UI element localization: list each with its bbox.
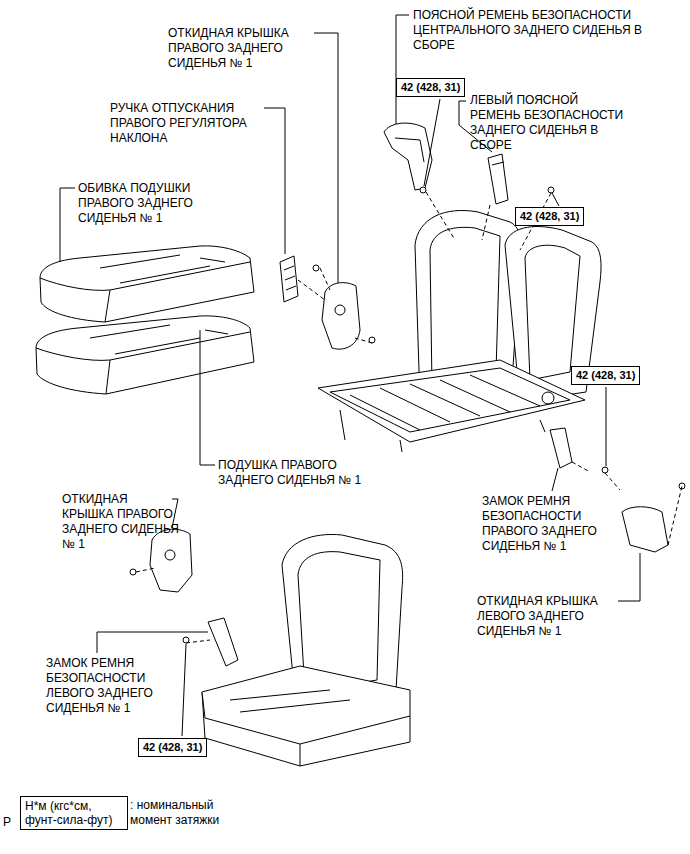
drawing-stroke	[165, 550, 175, 560]
drawing-stroke	[200, 330, 215, 465]
label-block: ОТКИДНАЯ КРЫШКА ПРАВОГО ЗАДНЕГО СИДЕНЬЯ …	[168, 26, 318, 71]
drawing-stroke	[602, 467, 608, 473]
recline-handle	[280, 256, 298, 302]
label-block: P	[3, 815, 23, 830]
label-block: ОБИВКА ПОДУШКИ ПРАВОГО ЗАДНЕГО СИДЕНЬЯ №…	[78, 181, 228, 226]
drawing-stroke	[330, 368, 570, 432]
label-block: ЛЕВЫЙ ПОЯСНОЙ РЕМЕНЬ БЕЗОПАСНОСТИ ЗАДНЕГ…	[470, 93, 630, 153]
drawing-stroke	[264, 108, 285, 254]
drawing-stroke	[552, 193, 559, 206]
drawing-stroke	[318, 360, 585, 442]
part-name: ОБИВКА ПОДУШКИ ПРАВОГО ЗАДНЕГО СИДЕНЬЯ №…	[78, 181, 193, 225]
drawing-stroke	[100, 255, 225, 283]
part-name: : номинальный момент затяжки	[130, 798, 219, 827]
drawing-stroke	[420, 187, 426, 193]
torque-box: 42 (428, 31)	[138, 738, 207, 757]
torque-value: 42 (428, 31)	[401, 81, 460, 93]
drawing-stroke	[183, 637, 189, 643]
bottom-buckle	[208, 618, 238, 666]
drawing-stroke	[548, 187, 554, 193]
drawing-stroke	[230, 690, 350, 712]
drawing-stroke	[525, 245, 580, 380]
drawing-stroke	[284, 266, 296, 290]
label-block: ОТКИДНАЯ КРЫШКА ПРАВОГО ЗАДНЕГО СИДЕНЬЯ …	[62, 492, 182, 552]
drawing-stroke	[606, 387, 607, 466]
part-name: ОТКИДНАЯ КРЫШКА ЛЕВОГО ЗАДНЕГО СИДЕНЬЯ №…	[477, 594, 598, 638]
drawing-stroke	[322, 283, 360, 349]
drawing-stroke	[60, 188, 75, 262]
drawing-stroke	[313, 265, 319, 271]
label-block: ОТКИДНАЯ КРЫШКА ЛЕВОГО ЗАДНЕГО СИДЕНЬЯ №…	[477, 594, 622, 639]
torque-box: 42 (428, 31)	[396, 78, 465, 97]
drawing-stroke	[202, 666, 410, 766]
drawing-stroke	[552, 468, 558, 491]
drawing-stroke	[150, 529, 192, 592]
right-buckle	[550, 428, 572, 468]
torque-value: 42 (428, 31)	[576, 369, 635, 381]
drawing-stroke	[40, 262, 250, 290]
part-name: ПОДУШКА ПРАВОГО ЗАДНЕГО СИДЕНЬЯ № 1	[218, 458, 361, 487]
drawing-stroke	[280, 256, 298, 302]
drawing-stroke	[395, 138, 424, 162]
part-name: P	[3, 815, 11, 829]
left-hinge-cover	[622, 507, 668, 552]
drawing-stroke	[424, 99, 440, 186]
torque-box: 42 (428, 31)	[571, 366, 640, 385]
drawing-stroke	[36, 316, 254, 394]
drawing-stroke	[105, 290, 110, 322]
drawing-stroke	[130, 569, 136, 575]
torque-value: 42 (428, 31)	[520, 210, 579, 222]
drawing-stroke	[542, 392, 554, 404]
bolt	[130, 187, 685, 643]
leader-line	[60, 15, 640, 736]
drawing-stroke	[182, 644, 186, 736]
drawing-stroke	[298, 268, 372, 343]
drawing-stroke	[335, 305, 345, 315]
label-block: : номинальный момент затяжки	[130, 798, 240, 828]
drawing-stroke	[36, 332, 250, 360]
drawing-stroke	[550, 428, 572, 468]
torque-value: Н*м (кгс*см, фунт-сила-фут)	[25, 799, 112, 827]
assembly-line	[136, 192, 682, 643]
drawing-stroke	[314, 33, 338, 283]
drawing-stroke	[618, 553, 640, 601]
seat-frame	[318, 360, 585, 452]
part-name: ПОЯСНОЙ РЕМЕНЬ БЕЗОПАСНОСТИ ЦЕНТРАЛЬНОГО…	[413, 8, 642, 52]
drawing-stroke	[488, 154, 508, 204]
legend-box: Н*м (кгс*см, фунт-сила-фут)	[20, 796, 128, 830]
part-name: ОТКИДНАЯ КРЫШКА ПРАВОГО ЗАДНЕГО СИДЕНЬЯ …	[62, 492, 179, 551]
label-block: РУЧКА ОТПУСКАНИЯ ПРАВОГО РЕГУЛЯТОРА НАКЛ…	[110, 101, 266, 146]
cushion-cover	[40, 246, 254, 322]
drawing-stroke	[340, 410, 545, 452]
label-block: ЗАМОК РЕМНЯ БЕЗОПАСНОСТИ ПРАВОГО ЗАДНЕГО…	[482, 494, 622, 554]
drawing-stroke	[350, 375, 540, 430]
part-name: РУЧКА ОТПУСКАНИЯ ПРАВОГО РЕГУЛЯТОРА НАКЛ…	[110, 101, 247, 145]
bottom-hinge-cover	[150, 529, 192, 592]
part-name: ЛЕВЫЙ ПОЯСНОЙ РЕМЕНЬ БЕЗОПАСНОСТИ ЗАДНЕГ…	[470, 93, 623, 152]
drawing-stroke	[208, 618, 238, 666]
bottom-seat	[202, 534, 410, 766]
part-name: ЗАМОК РЕМНЯ БЕЗОПАСНОСТИ ЛЕВОГО ЗАДНЕГО …	[46, 656, 153, 715]
hinge-cover	[322, 283, 360, 349]
drawing-stroke	[492, 162, 504, 165]
drawing-stroke	[97, 632, 208, 653]
label-block: ПОДУШКА ПРАВОГО ЗАДНЕГО СИДЕНЬЯ № 1	[218, 458, 366, 488]
part-name: ОТКИДНАЯ КРЫШКА ПРАВОГО ЗАДНЕГО СИДЕНЬЯ …	[168, 26, 289, 70]
drawing-stroke	[622, 507, 668, 552]
left-belt	[488, 154, 508, 204]
label-block: ПОЯСНОЙ РЕМЕНЬ БЕЗОПАСНОСТИ ЦЕНТРАЛЬНОГО…	[413, 8, 649, 53]
label-block: ЗАМОК РЕМНЯ БЕЗОПАСНОСТИ ЛЕВОГО ЗАДНЕГО …	[46, 656, 166, 716]
torque-value: 42 (428, 31)	[143, 741, 202, 753]
drawing-stroke	[396, 15, 409, 124]
torque-box: 42 (428, 31)	[515, 207, 584, 226]
drawing-stroke	[106, 360, 110, 394]
part-name: ЗАМОК РЕМНЯ БЕЗОПАСНОСТИ ПРАВОГО ЗАДНЕГО…	[482, 494, 597, 553]
drawing-stroke	[40, 246, 254, 322]
drawing-stroke	[202, 692, 410, 766]
cushion-pad	[36, 316, 254, 394]
drawing-stroke	[90, 325, 228, 354]
